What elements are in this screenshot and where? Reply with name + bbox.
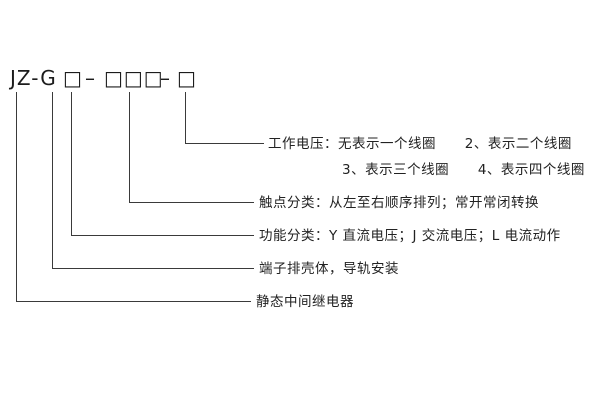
connector-function-class-line xyxy=(71,92,254,236)
connector-working-voltage-line xyxy=(185,92,264,144)
label-relay-type: 静态中间继电器 xyxy=(256,294,354,310)
label-housing: 端子排壳体，导轨安装 xyxy=(259,261,399,277)
label-working-voltage-2: 3、表示三个线圈 4、表示四个线圈 xyxy=(342,162,585,178)
model-code-dash-2: – xyxy=(160,66,171,90)
model-code-voltage-box: □ xyxy=(177,66,197,90)
model-code-function-box: □ xyxy=(63,66,83,90)
connector-relay-type-line xyxy=(16,92,251,302)
connector-contact-class-line xyxy=(129,92,254,203)
label-working-voltage-1: 工作电压：无表示一个线圈 2、表示二个线圈 xyxy=(268,136,572,152)
model-code-contact-boxes: □□□ xyxy=(104,66,164,90)
label-function-class: 功能分类：Y 直流电压；J 交流电压；L 电流动作 xyxy=(259,228,561,244)
label-contact-class: 触点分类：从左至右顺序排列；常开常闭转换 xyxy=(259,195,539,211)
connector-housing-line xyxy=(52,92,254,269)
model-code-prefix: JZ-G xyxy=(10,66,57,90)
model-code-dash-1: – xyxy=(85,66,96,90)
